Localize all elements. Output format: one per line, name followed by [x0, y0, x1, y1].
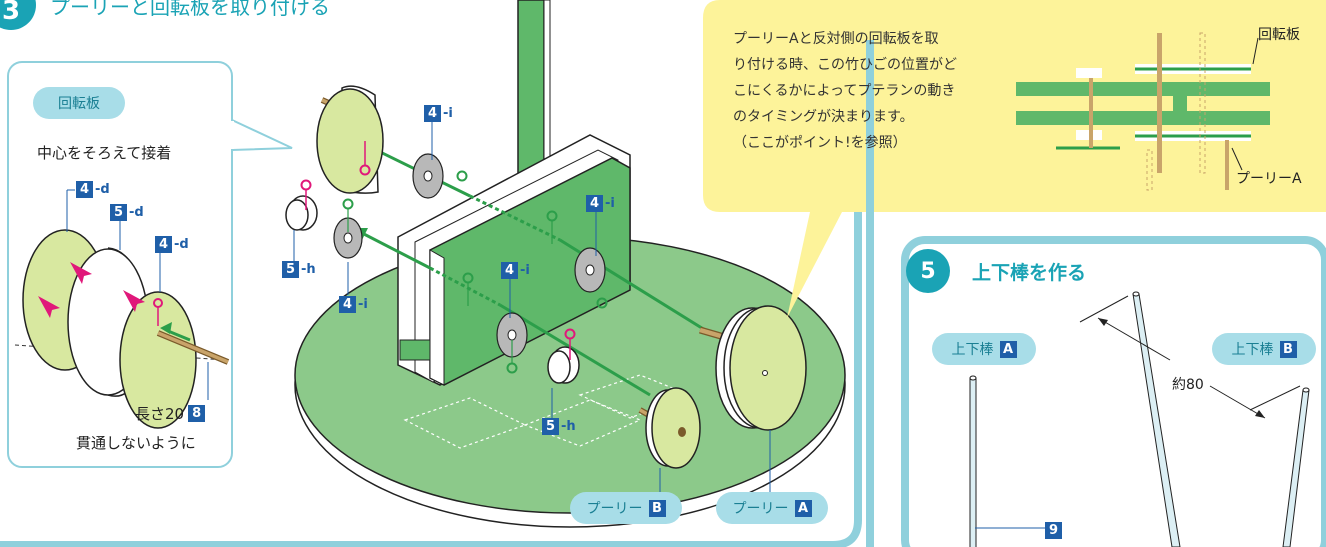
part-number-9: 9 [1045, 522, 1062, 539]
rod-a-label: 上下棒 [951, 342, 994, 358]
part-number: 4 [424, 105, 441, 122]
step3-title: プーリーと回転板を取り付ける [50, 0, 330, 19]
callout-text: プーリーAと反対側の回転板を取 り付ける時、この竹ひごの位置がど こにくるかによ… [733, 26, 1033, 156]
step5-number: 5 [920, 258, 936, 284]
callout-line: （ここがポイント!を参照） [733, 135, 907, 151]
part-suffix: -h [561, 419, 576, 434]
step3-number-badge: 3 [0, 0, 36, 30]
part-label-5h-left: 5 -h [282, 261, 316, 278]
rod-b-pill: 上下棒 B [1212, 333, 1316, 365]
part-suffix: -i [443, 106, 453, 121]
rod-a-pill: 上下棒 A [932, 333, 1036, 365]
callout-label-rotating-plate: 回転板 [1258, 27, 1300, 43]
length-label-row: 長さ20 8 [135, 403, 206, 424]
part-label-5h-lower: 5 -h [542, 418, 576, 435]
step5-number-badge: 5 [906, 249, 950, 293]
pulley-a-letter: A [794, 499, 812, 517]
callout-line: のタイミングが決まります。 [733, 109, 914, 125]
left-panel-caption: 中心をそろえて接着 [37, 144, 172, 162]
part-label-4i-top: 4 -i [424, 105, 453, 122]
step3-frame [0, 0, 862, 547]
rotating-plate-pill-label: 回転板 [58, 96, 100, 112]
part-number: 5 [110, 204, 127, 221]
rotating-plate-pill: 回転板 [33, 87, 125, 119]
part-number: 5 [282, 261, 299, 278]
rod-length-label: 約80 [1170, 374, 1206, 394]
part-label-4i-right: 4 -i [586, 195, 615, 212]
pulley-a-label: プーリー [732, 501, 789, 517]
part-number: 4 [76, 181, 93, 198]
callout-line: こにくるかによってプテランの動き [733, 83, 956, 99]
callout-label-pulley-a: プーリーA [1236, 171, 1302, 187]
part-suffix: -i [358, 297, 368, 312]
step5-title: 上下棒を作る [972, 262, 1087, 284]
part-label-4i-left: 4 -i [339, 296, 368, 313]
step5-panel-box [901, 236, 1326, 547]
part-suffix: -i [605, 196, 615, 211]
callout-mechanism-diagram [1016, 32, 1270, 191]
part-suffix: -i [520, 263, 530, 278]
part-suffix: -d [129, 205, 144, 220]
part-label-4d-right: 4 -d [155, 236, 189, 253]
length-label: 長さ20 [135, 405, 185, 423]
rod-b-label: 上下棒 [1231, 342, 1274, 358]
rod-a-letter: A [999, 340, 1017, 358]
pulley-a-pill: プーリー A [716, 492, 828, 524]
part-label-4d-left: 4 -d [76, 181, 110, 198]
part-number: 4 [501, 262, 518, 279]
pulley-b-pill: プーリー B [570, 492, 682, 524]
callout-bubble [703, 0, 1326, 318]
part-number: 4 [339, 296, 356, 313]
part-suffix: -d [95, 182, 110, 197]
part-suffix: -d [174, 237, 189, 252]
part-number: 4 [586, 195, 603, 212]
part-number: 5 [542, 418, 559, 435]
callout-line: プーリーAと反対側の回転板を取 [733, 31, 939, 47]
part-label-5d-left: 5 -d [110, 204, 144, 221]
part-number: 4 [155, 236, 172, 253]
rod-part-label: 9 [1045, 519, 1062, 539]
part-label-4i-center: 4 -i [501, 262, 530, 279]
step3-number: 3 [1, 0, 21, 26]
pulley-b-label: プーリー [586, 501, 643, 517]
no-pierce-note: 貫通しないように [76, 434, 196, 452]
callout-line: り付ける時、この竹ひごの位置がど [733, 57, 957, 73]
part-number-8: 8 [188, 405, 206, 422]
pulley-b-letter: B [648, 499, 666, 517]
left-disc-3 [119, 291, 197, 429]
part-suffix: -h [301, 262, 316, 277]
rod-b-letter: B [1279, 340, 1297, 358]
